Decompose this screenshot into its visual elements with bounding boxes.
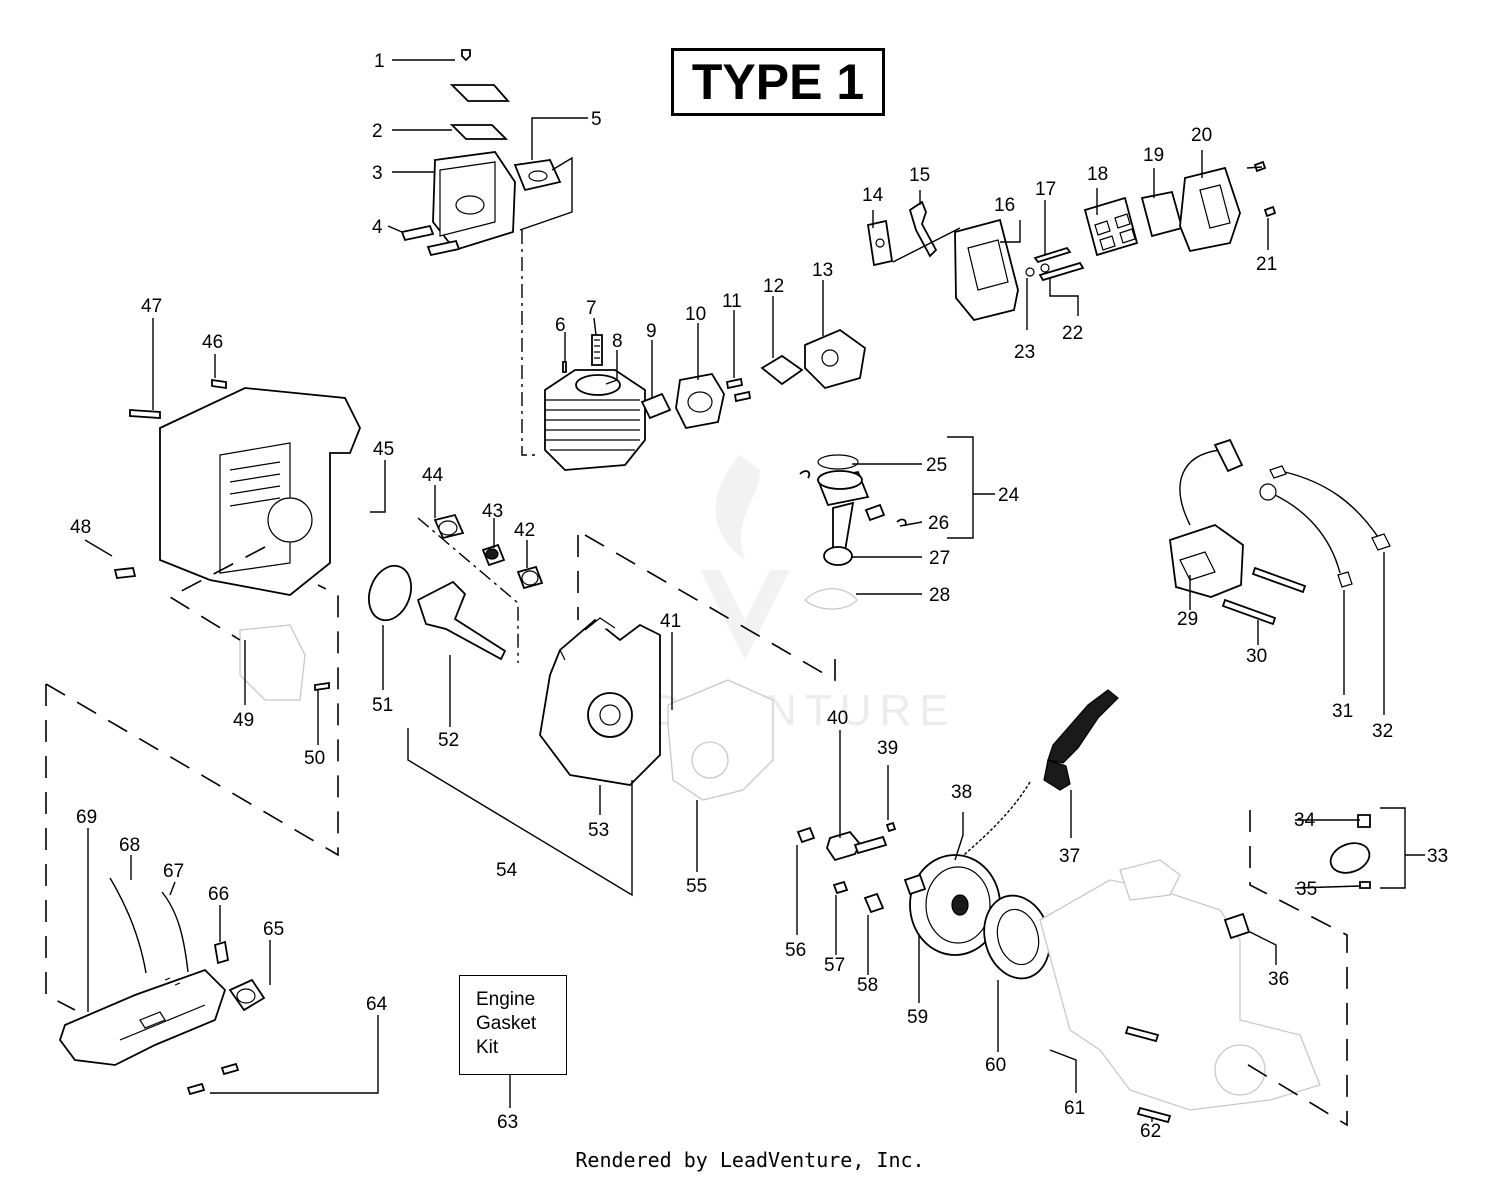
callout-43: 43 <box>482 501 503 522</box>
callout-numbers: 1 2 3 4 5 6 7 8 9 10 11 12 13 14 15 16 1… <box>70 51 1448 1142</box>
callout-12: 12 <box>763 276 784 297</box>
callout-58: 58 <box>857 975 878 996</box>
callout-17: 17 <box>1035 179 1056 200</box>
callout-67: 67 <box>163 861 184 882</box>
callout-57: 57 <box>824 955 845 976</box>
callout-50: 50 <box>304 748 325 769</box>
callout-46: 46 <box>202 332 223 353</box>
callout-10: 10 <box>685 304 706 325</box>
callout-42: 42 <box>514 520 535 541</box>
callout-38: 38 <box>951 782 972 803</box>
callout-16: 16 <box>994 195 1015 216</box>
kit-label-line-2: Gasket <box>476 1013 537 1034</box>
kit-label-line-3: Kit <box>476 1037 499 1058</box>
callout-49: 49 <box>233 710 254 731</box>
callout-55: 55 <box>686 876 707 897</box>
callout-60: 60 <box>985 1055 1006 1076</box>
crankcase-group <box>368 513 774 801</box>
callout-18: 18 <box>1087 164 1108 185</box>
diagram-title: TYPE 1 <box>671 48 885 116</box>
callout-22: 22 <box>1062 323 1083 344</box>
watermark-logo <box>700 455 790 660</box>
callout-32: 32 <box>1372 721 1393 742</box>
callout-27: 27 <box>929 548 950 569</box>
callout-29: 29 <box>1177 609 1198 630</box>
callout-8: 8 <box>612 331 623 352</box>
fuel-tank-group <box>58 877 266 1096</box>
callout-39: 39 <box>877 738 898 759</box>
callout-51: 51 <box>372 695 393 716</box>
callout-15: 15 <box>909 165 930 186</box>
callout-14: 14 <box>862 185 884 206</box>
callout-30: 30 <box>1246 646 1267 667</box>
callout-63: 63 <box>497 1112 518 1133</box>
callout-62: 62 <box>1140 1121 1161 1142</box>
callout-44: 44 <box>422 465 444 486</box>
callout-34: 34 <box>1294 810 1316 831</box>
callout-68: 68 <box>119 835 140 856</box>
kit-label-line-1: Engine <box>476 989 536 1010</box>
callout-69: 69 <box>76 807 97 828</box>
callout-53: 53 <box>588 820 609 841</box>
callout-64: 64 <box>366 994 388 1015</box>
engine-cover-group <box>113 378 361 701</box>
callout-33: 33 <box>1427 846 1448 867</box>
callout-4: 4 <box>372 217 383 238</box>
callout-40: 40 <box>827 708 848 729</box>
callout-61: 61 <box>1064 1098 1085 1119</box>
cylinder-group <box>544 328 866 471</box>
callout-66: 66 <box>208 884 229 905</box>
callout-25: 25 <box>926 455 947 476</box>
callout-6: 6 <box>555 315 566 336</box>
ignition-group <box>1169 438 1391 626</box>
callout-11: 11 <box>722 291 742 312</box>
callout-54: 54 <box>496 860 518 881</box>
callout-24: 24 <box>998 485 1020 506</box>
callout-5: 5 <box>591 109 602 130</box>
callout-9: 9 <box>646 321 657 342</box>
callout-7: 7 <box>586 298 597 319</box>
callout-21: 21 <box>1256 254 1277 275</box>
callout-37: 37 <box>1059 846 1080 867</box>
callout-45: 45 <box>373 439 394 460</box>
callout-41: 41 <box>660 611 681 632</box>
starter-group <box>796 689 1371 1124</box>
callout-23: 23 <box>1014 342 1035 363</box>
piston-group <box>799 454 907 610</box>
air-filter-group <box>866 160 1277 322</box>
muffler-group <box>400 49 562 257</box>
callout-35: 35 <box>1296 879 1317 900</box>
callout-3: 3 <box>372 163 383 184</box>
callout-28: 28 <box>929 585 950 606</box>
callout-19: 19 <box>1143 145 1164 166</box>
callout-26: 26 <box>928 513 949 534</box>
callout-1: 1 <box>374 51 385 72</box>
engine-gasket-kit-label: Engine Gasket Kit <box>459 975 567 1075</box>
callout-56: 56 <box>785 940 806 961</box>
callout-31: 31 <box>1332 701 1353 722</box>
callout-65: 65 <box>263 919 284 940</box>
callout-59: 59 <box>907 1007 928 1028</box>
callout-48: 48 <box>70 517 91 538</box>
callout-2: 2 <box>372 121 383 142</box>
footer-credit: Rendered by LeadVenture, Inc. <box>575 1148 925 1172</box>
callout-36: 36 <box>1268 969 1289 990</box>
callout-52: 52 <box>438 730 459 751</box>
callout-47: 47 <box>141 296 162 317</box>
callout-13: 13 <box>812 260 833 281</box>
callout-20: 20 <box>1191 125 1212 146</box>
